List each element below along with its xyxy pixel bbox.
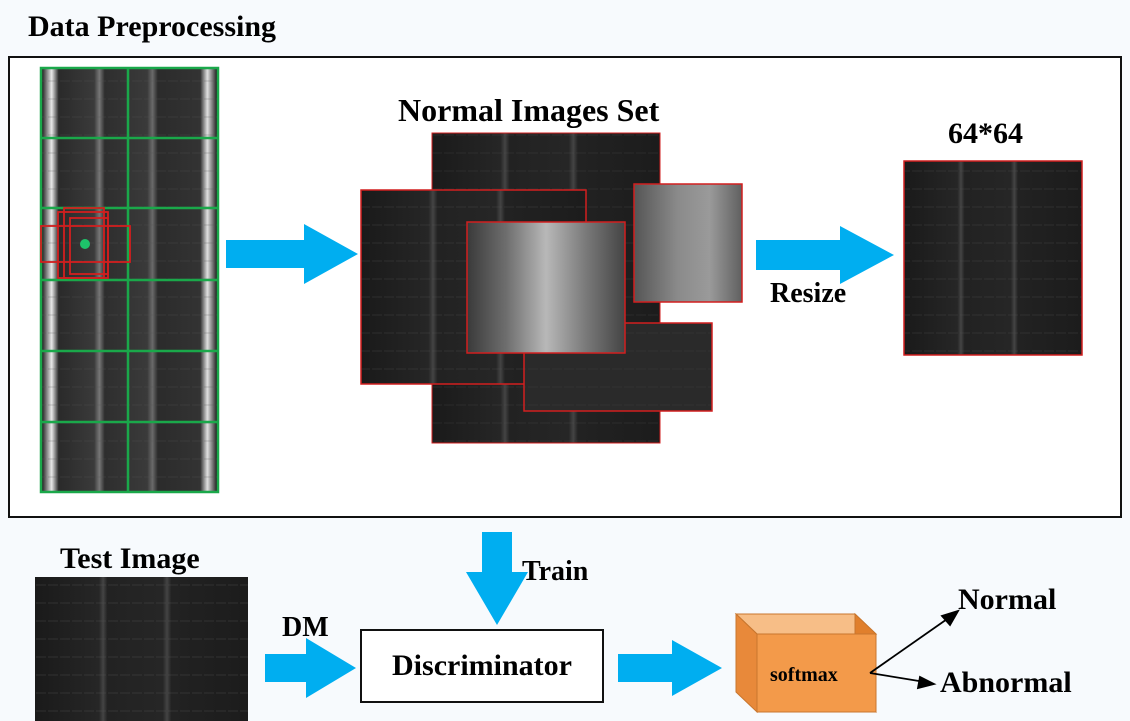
arrow-right-icon [265, 638, 356, 698]
test-image [35, 577, 248, 721]
resize-label: Resize [770, 278, 847, 309]
discriminator-box: Discriminator [360, 629, 604, 703]
arrow-right-icon [226, 224, 358, 284]
normal-images-set-label: Normal Images Set [398, 92, 660, 128]
grid-overlay [39, 66, 220, 494]
cube-icon [734, 612, 878, 714]
discriminator-label: Discriminator [392, 649, 572, 682]
size-label: 64*64 [948, 117, 1023, 150]
normal-images-collage [360, 132, 743, 444]
normal-output-label: Normal [958, 583, 1057, 616]
diagram-title: Data Preprocessing [28, 10, 277, 43]
arrow-right-icon [618, 640, 722, 696]
train-label: Train [522, 556, 589, 587]
arrow-down-icon [466, 532, 528, 625]
test-image-label: Test Image [60, 542, 200, 575]
resized-image [903, 160, 1083, 356]
output-arrows [869, 609, 960, 690]
arrow-right-icon [756, 226, 894, 284]
patch-center-dot [80, 239, 90, 249]
dm-label: DM [282, 612, 329, 643]
patch-boxes [40, 207, 131, 279]
abnormal-output-label: Abnormal [940, 666, 1072, 699]
softmax-label: softmax [770, 664, 838, 686]
